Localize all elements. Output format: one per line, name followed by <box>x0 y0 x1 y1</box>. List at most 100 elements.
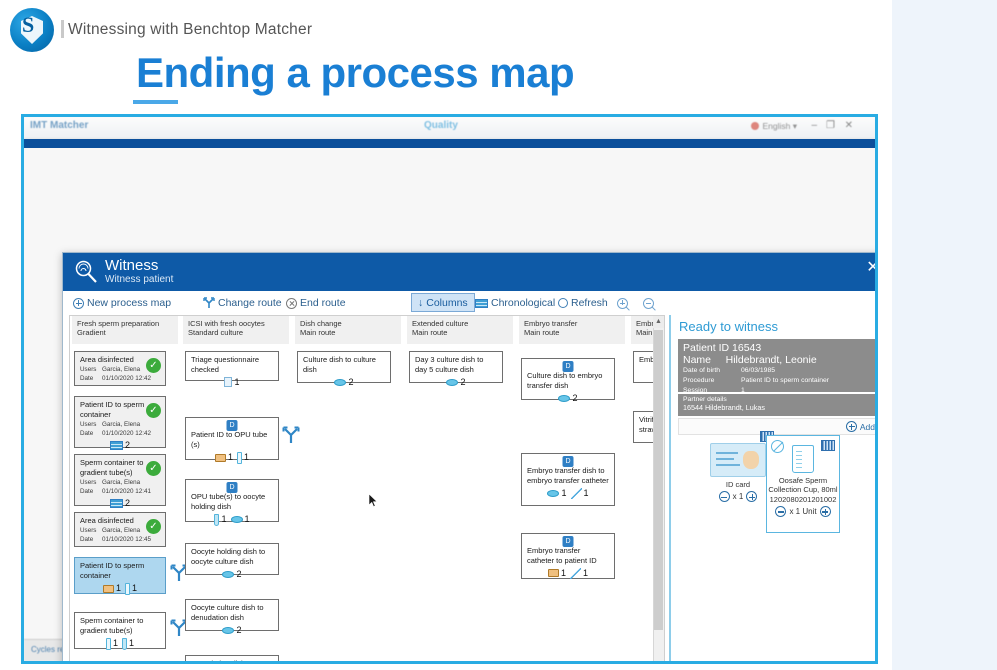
card-qty: 1 <box>221 513 227 524</box>
slide-right-band <box>892 0 997 670</box>
app-titlebar: IMT Matcher Quality English ▾ – ❐ ✕ <box>24 117 875 139</box>
card-date: 01/10/2020 12:41 <box>102 487 152 495</box>
decrement-button[interactable] <box>775 506 787 518</box>
resource-tile-sperm-cup[interactable]: Oosafe Sperm Collection Cup, 80ml 120208… <box>766 435 840 533</box>
patient-name-value: Hildebrandt, Leonie <box>725 354 817 366</box>
decrement-button[interactable] <box>718 491 730 503</box>
close-button[interactable]: ✕ <box>844 120 853 131</box>
restore-button[interactable]: ❐ <box>826 120 835 131</box>
patient-details-box: Patient ID 16543 Name Hildebrandt, Leoni… <box>678 339 875 394</box>
column-header-3-line1: Dish change <box>300 319 342 328</box>
column-header-5-line2: Main route <box>524 328 560 338</box>
resource-tile-id-card[interactable]: ID card x 1 <box>698 431 778 503</box>
language-selector[interactable]: English ▾ <box>751 121 797 132</box>
refresh-button[interactable]: Refresh <box>556 294 610 312</box>
branch-icon[interactable] <box>282 426 300 444</box>
globe-icon <box>751 122 760 130</box>
app-name-label: IMT Matcher <box>30 120 89 131</box>
branch-icon <box>203 297 215 308</box>
dish-icon <box>547 489 560 497</box>
card-qty: 1 <box>112 637 118 648</box>
card-row[interactable]: Sperm container to gradient tube(s) 1 1 <box>74 612 166 650</box>
card-row[interactable]: Oocyte holding dish to oocyte culture di… <box>185 543 279 579</box>
dialog-subtitle: Witness patient <box>105 274 174 285</box>
card-row[interactable]: Denudation dish to oocyte culture/wash d… <box>185 655 279 661</box>
barcode-icon <box>821 440 835 451</box>
end-route-button[interactable]: End route <box>284 294 348 312</box>
language-label: English <box>762 121 791 131</box>
patient-name-label: Name <box>683 354 712 366</box>
branch-icon[interactable] <box>170 564 188 582</box>
document-badge-icon: D <box>562 536 574 547</box>
add-label: Add <box>859 421 875 432</box>
column-header-3-line2: Main route <box>300 328 336 338</box>
process-map-canvas[interactable]: Fresh sperm preparation Gradient ICSI wi… <box>69 315 665 661</box>
completed-check-icon: ✓ <box>146 519 161 534</box>
chronological-button[interactable]: Chronological <box>473 294 557 312</box>
dish-icon <box>222 626 235 634</box>
resource-quantity: x 1 <box>732 492 744 502</box>
card-row[interactable]: D Culture dish to embryo transfer dish 2 <box>521 358 615 403</box>
dialog-close-button[interactable]: ✕ <box>863 258 875 278</box>
column-header-4-line1: Extended culture <box>412 319 469 328</box>
document-icon <box>224 377 233 388</box>
card-row[interactable]: Sperm container to gradient tube(s) User… <box>74 454 166 509</box>
panel-title: Ready to witness <box>679 319 778 334</box>
scroll-up-arrow[interactable]: ▲ <box>653 316 664 328</box>
column-header-2-line1: ICSI with fresh oocytes <box>188 319 265 328</box>
card-qty: 1 <box>583 487 589 498</box>
card-row[interactable]: D Embryo transfer dish to embryo transfe… <box>521 453 615 506</box>
resource-quantity: x 1 Unit <box>789 507 817 517</box>
card-qty: 1 <box>560 567 566 578</box>
matcher-app-window: IMT Matcher Quality English ▾ – ❐ ✕ Cycl… <box>21 114 878 664</box>
card-qty: 2 <box>460 376 466 387</box>
card-row[interactable]: D Patient ID to OPU tube (s) 1 1 <box>185 417 279 464</box>
column-header-1: Fresh sperm preparation Gradient <box>72 316 178 344</box>
new-process-map-button[interactable]: New process map <box>71 294 173 312</box>
card-row[interactable]: Culture dish to culture dish 2 <box>297 351 391 387</box>
id-card-icon <box>102 584 114 593</box>
date-label: Date <box>80 374 94 382</box>
card-qty: 1 <box>244 451 250 462</box>
session-label: Session <box>683 386 708 394</box>
column-header-4-line2: Main route <box>412 328 448 338</box>
patient-id-label: Patient ID <box>683 342 730 354</box>
columns-toggle-button[interactable]: ↓ Columns <box>411 293 475 312</box>
columns-label: Columns <box>426 296 468 309</box>
dob-value: 06/03/1985 <box>741 367 776 374</box>
change-route-button[interactable]: Change route <box>201 294 284 312</box>
new-process-map-label: New process map <box>87 297 172 309</box>
plus-circle-icon <box>845 421 857 432</box>
minimize-button[interactable]: – <box>811 120 817 131</box>
change-route-label: Change route <box>218 297 282 309</box>
card-title: Oocyte culture dish to denudation dish <box>191 603 264 622</box>
map-vertical-scrollbar[interactable]: ▲ ▼ <box>653 316 664 661</box>
dish-icon <box>222 570 235 578</box>
map-vertical-scroll-thumb[interactable] <box>654 330 663 630</box>
column-header-1-line2: Gradient <box>77 328 106 338</box>
card-title: Vitrifi straw <box>639 415 657 434</box>
card-row[interactable]: D OPU tube(s) to oocyte holding dish 1 1 <box>185 479 279 526</box>
card-row[interactable]: Day 3 culture dish to day 5 culture dish… <box>409 351 503 387</box>
card-title: Area disinfected <box>80 516 134 525</box>
branch-icon[interactable] <box>170 619 188 637</box>
card-row-selected[interactable]: Patient ID to sperm container 1 1 <box>74 557 166 595</box>
magnifier-fingerprint-icon <box>75 260 97 283</box>
card-row[interactable]: Oocyte culture dish to denudation dish 2 <box>185 599 279 635</box>
add-button[interactable]: Add <box>845 421 875 432</box>
chronological-label: Chronological <box>491 297 556 309</box>
zoom-in-button[interactable] <box>615 294 630 312</box>
dob-label: Date of birth <box>683 367 721 374</box>
column-header-2-line2: Standard culture <box>188 328 244 338</box>
increment-button[interactable] <box>819 506 831 518</box>
increment-button[interactable] <box>746 491 758 503</box>
card-row[interactable]: D Embryo transfer catheter to patient ID… <box>521 533 615 579</box>
card-row[interactable]: Triage questionnaire checked 1 <box>185 351 279 388</box>
partner-heading: Partner details <box>683 396 727 403</box>
column-header-4: Extended culture Main route <box>407 316 513 344</box>
column-header-5-line1: Embryo transfer <box>524 319 578 328</box>
zoom-out-button[interactable] <box>641 294 656 312</box>
